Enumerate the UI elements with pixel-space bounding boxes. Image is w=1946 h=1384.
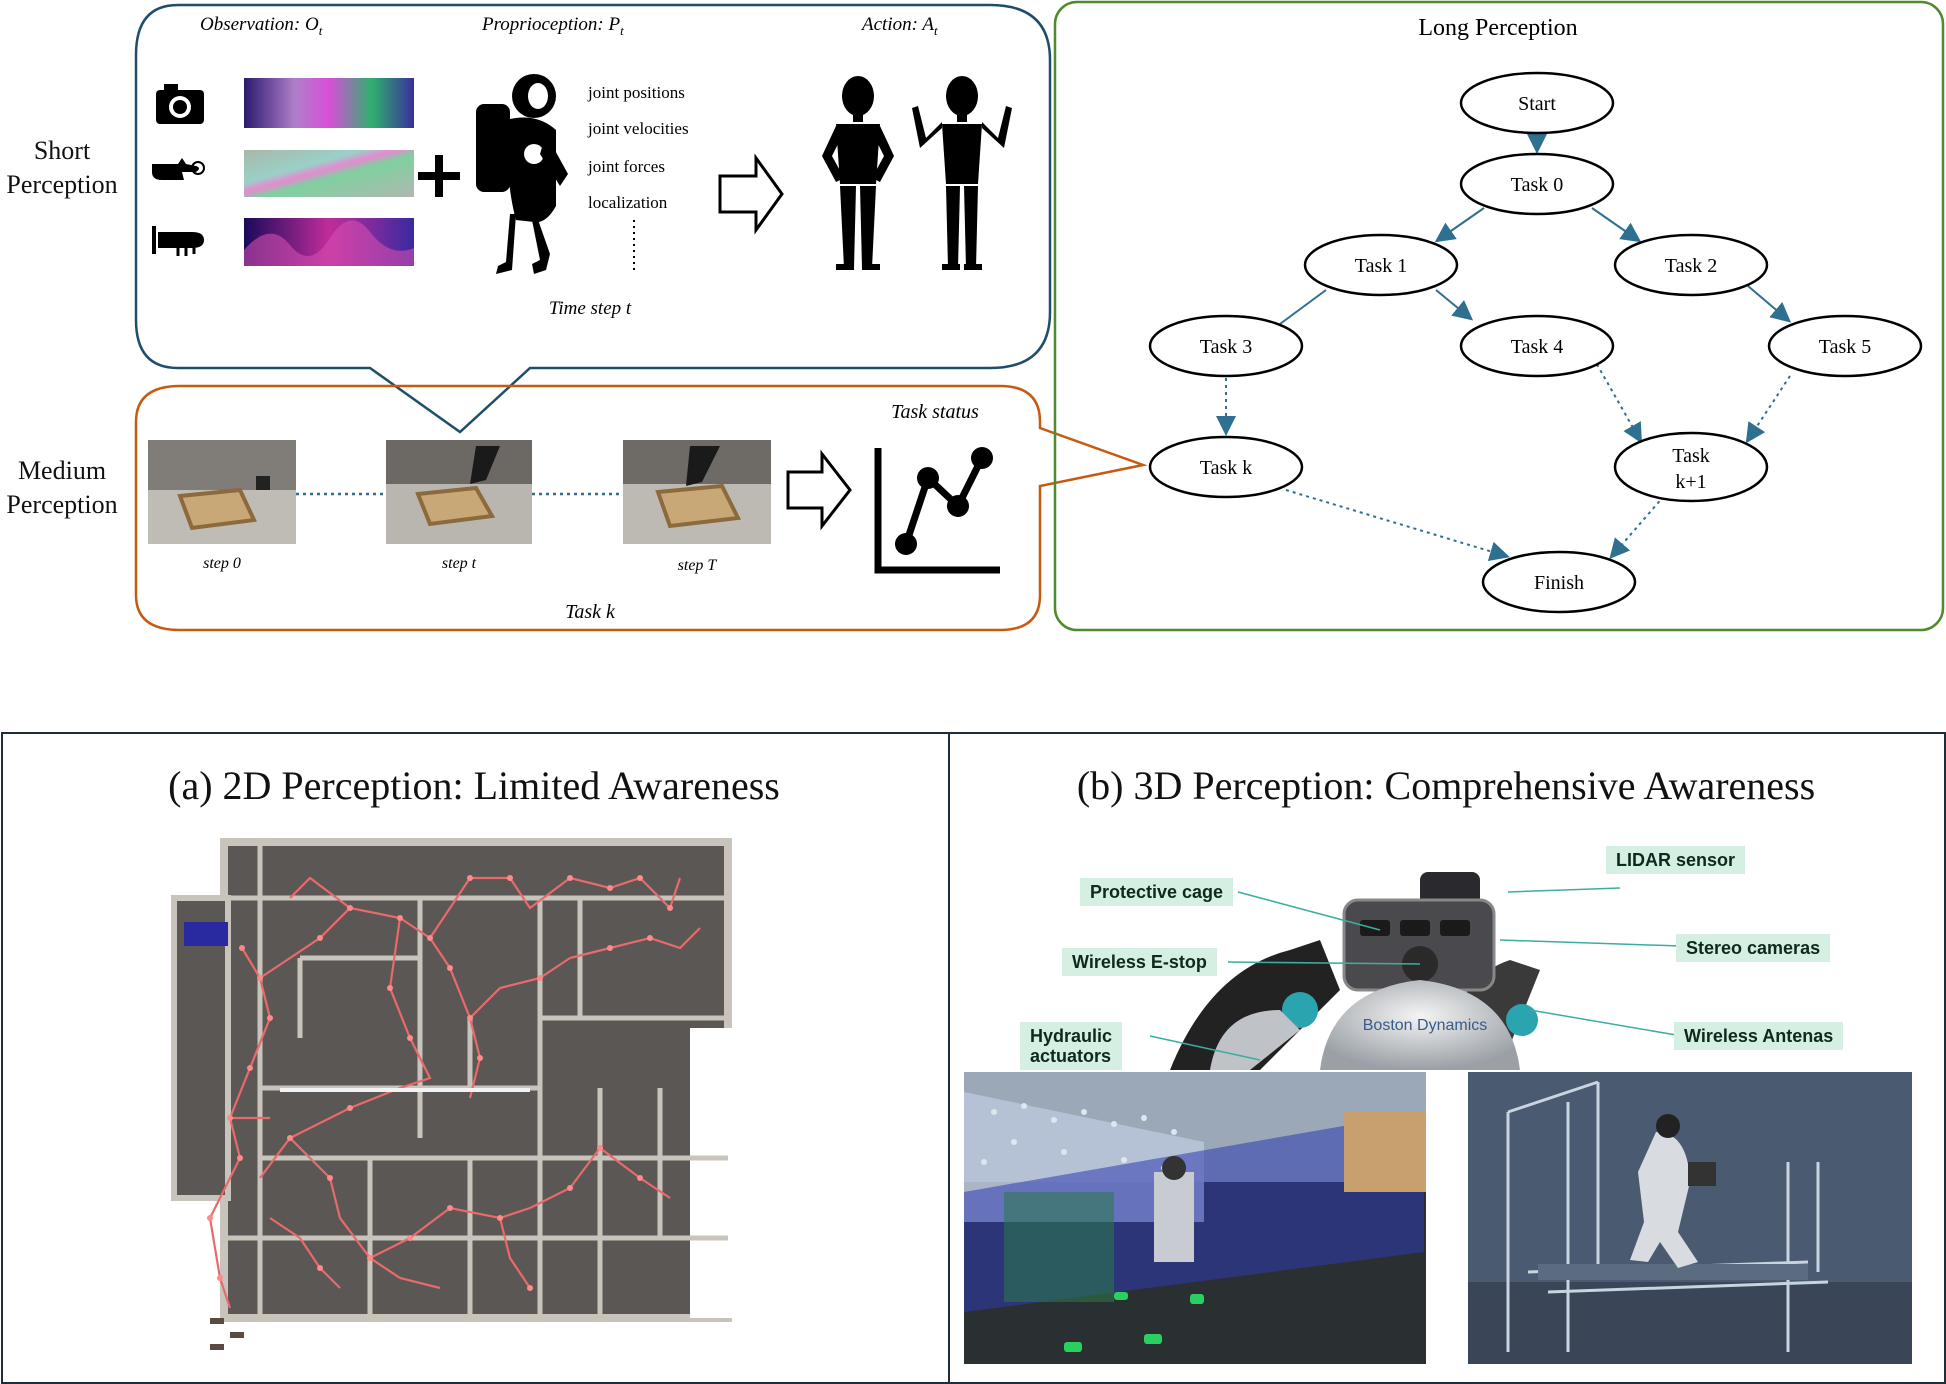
step-frame-0 [148, 440, 296, 544]
astronaut-icon [476, 74, 568, 274]
node-task-3-label: Task 3 [1200, 336, 1252, 358]
task-status-chart-icon [874, 447, 1000, 574]
camera-icon [156, 84, 204, 124]
bottom-panels-frame [1, 732, 1946, 1384]
observation-image-tactile [244, 150, 414, 197]
proprio-item-localization: localization [588, 193, 668, 212]
node-finish [1481, 550, 1637, 614]
callout-wireless-antenas: Wireless Antenas [1674, 1022, 1844, 1050]
boston-dynamics-logo-text: Boston Dynamics [1363, 1017, 1488, 1034]
mannequin-icon [822, 76, 894, 270]
mannequin-shrug-icon [912, 76, 1012, 270]
floor-plan-map [171, 838, 790, 1350]
task-graph [1216, 134, 1792, 561]
node-start [1459, 71, 1615, 135]
node-task-0 [1459, 152, 1615, 216]
sim-scaffold-image [1468, 1072, 1912, 1364]
microphone-hand-icon [152, 226, 204, 256]
node-task-k-label: Task k [1200, 457, 1252, 479]
node-task-4-label: Task 4 [1511, 336, 1563, 358]
proprio-item-joint-velocities: joint velocities [587, 119, 689, 138]
callout-stereo-cameras: Stereo cameras [1676, 934, 1831, 962]
action-heading: Action: At [860, 14, 938, 38]
proprio-item-joint-positions: joint positions [587, 83, 685, 102]
task-k-label: Task k [565, 601, 616, 623]
node-task-0-label: Task 0 [1511, 174, 1563, 196]
panel-b-title: (b) 3D Perception: Comprehensive Awarene… [1076, 763, 1816, 808]
bottom-panels-divider [948, 732, 950, 1384]
step-frame-T [623, 440, 771, 544]
plus-icon [418, 155, 460, 197]
node-task-k [1148, 435, 1304, 499]
atlas-robot-diagram: Boston Dynamics [1149, 872, 1683, 1070]
step-0-label: step 0 [203, 555, 241, 572]
node-task-5-label: Task 5 [1819, 336, 1871, 358]
panel-a-title: (a) 2D Perception: Limited Awareness [168, 763, 780, 808]
status-arrow-icon [786, 449, 852, 531]
node-start-label: Start [1518, 93, 1556, 115]
observation-image-rgb [244, 78, 414, 128]
time-step-label: Time step t [549, 298, 632, 319]
node-task-4 [1459, 314, 1615, 378]
medium-perception-label: Medium Perception [6, 456, 118, 519]
action-arrow-icon [718, 153, 784, 235]
node-task-2-label: Task 2 [1665, 255, 1717, 277]
step-T-label: step T [678, 557, 718, 574]
step-frame-t [386, 440, 532, 544]
callout-protective-cage: Protective cage [1080, 878, 1234, 906]
short-perception-bubble [134, 3, 1052, 434]
sim-pointcloud-image [964, 1072, 1426, 1364]
callout-wireless-estop: Wireless E-stop [1062, 948, 1217, 976]
task-status-label: Task status [891, 401, 979, 423]
step-t-label: step t [442, 555, 477, 572]
node-task-k1 [1613, 431, 1769, 503]
node-task-k1-label-2: k+1 [1675, 471, 1706, 493]
medium-perception-bubble [134, 384, 1148, 632]
long-perception-title: Long Perception [1418, 15, 1577, 41]
proprio-item-joint-forces: joint forces [587, 157, 665, 176]
callout-lidar-sensor: LIDAR sensor [1606, 846, 1746, 874]
top-diagram-canvas: Start Task 0 Task 1 Task 2 Task 3 Task 4… [134, 0, 1945, 632]
proprioception-heading: Proprioception: Pt [481, 14, 624, 38]
node-task-5 [1767, 314, 1923, 378]
short-perception-label: Short Perception [6, 136, 118, 199]
node-task-1 [1303, 233, 1459, 297]
observation-heading: Observation: Ot [200, 14, 323, 38]
node-task-1-label: Task 1 [1355, 255, 1407, 277]
node-finish-label: Finish [1534, 572, 1584, 594]
node-task-3 [1148, 314, 1304, 378]
node-task-2 [1613, 233, 1769, 297]
touch-hand-icon [152, 158, 205, 180]
node-task-k1-label-1: Task [1672, 445, 1709, 467]
long-perception-box [1053, 0, 1945, 632]
